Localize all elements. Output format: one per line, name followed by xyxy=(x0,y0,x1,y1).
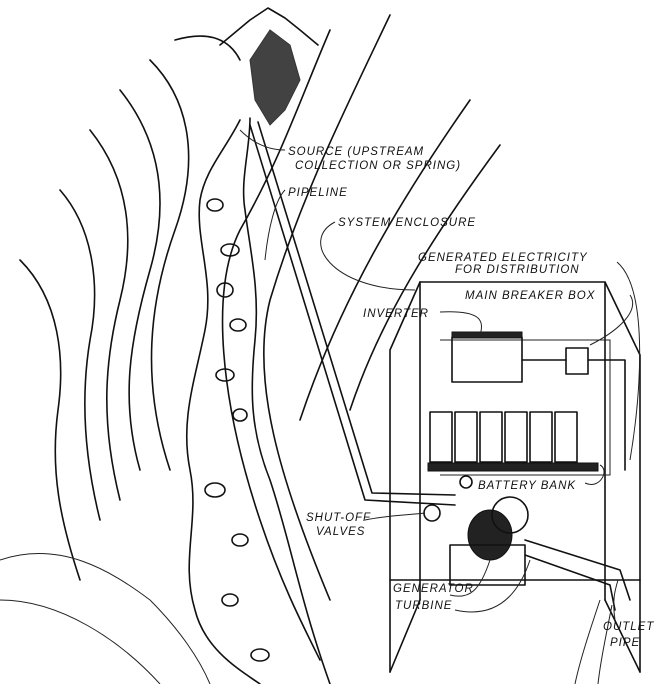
label-inverter: INVERTER xyxy=(363,308,429,320)
label-generator: GENERATOR xyxy=(393,583,474,595)
stream xyxy=(0,117,331,684)
label-battery-bank: BATTERY BANK xyxy=(478,480,576,492)
shut-off-valves xyxy=(423,475,473,522)
pipeline xyxy=(249,121,456,506)
label-generated-1: GENERATED ELECTRICITY xyxy=(418,252,588,264)
label-source-2: COLLECTION OR SPRING) xyxy=(295,160,461,172)
generator-turbine xyxy=(449,496,631,684)
mountain-peak xyxy=(219,7,319,126)
battery-bank xyxy=(427,411,599,472)
label-turbine: TURBINE xyxy=(395,600,452,612)
label-generated-2: FOR DISTRIBUTION xyxy=(455,264,580,276)
label-shutoff-2: VALVES xyxy=(316,526,365,538)
label-shutoff-1: SHUT-OFF xyxy=(306,512,371,524)
labels: SOURCE (UPSTREAM COLLECTION OR SPRING) P… xyxy=(288,146,654,649)
hillside-contours xyxy=(19,14,501,661)
main-breaker-box xyxy=(521,347,626,471)
label-main-breaker-box: MAIN BREAKER BOX xyxy=(465,290,596,302)
label-pipeline: PIPELINE xyxy=(288,187,348,199)
label-source-1: SOURCE (UPSTREAM xyxy=(288,146,424,158)
label-outlet-2: PIPE xyxy=(610,637,640,649)
label-system-enclosure: SYSTEM ENCLOSURE xyxy=(338,217,476,229)
label-outlet-1: OUTLET xyxy=(603,621,654,633)
leader-lines xyxy=(239,129,641,621)
